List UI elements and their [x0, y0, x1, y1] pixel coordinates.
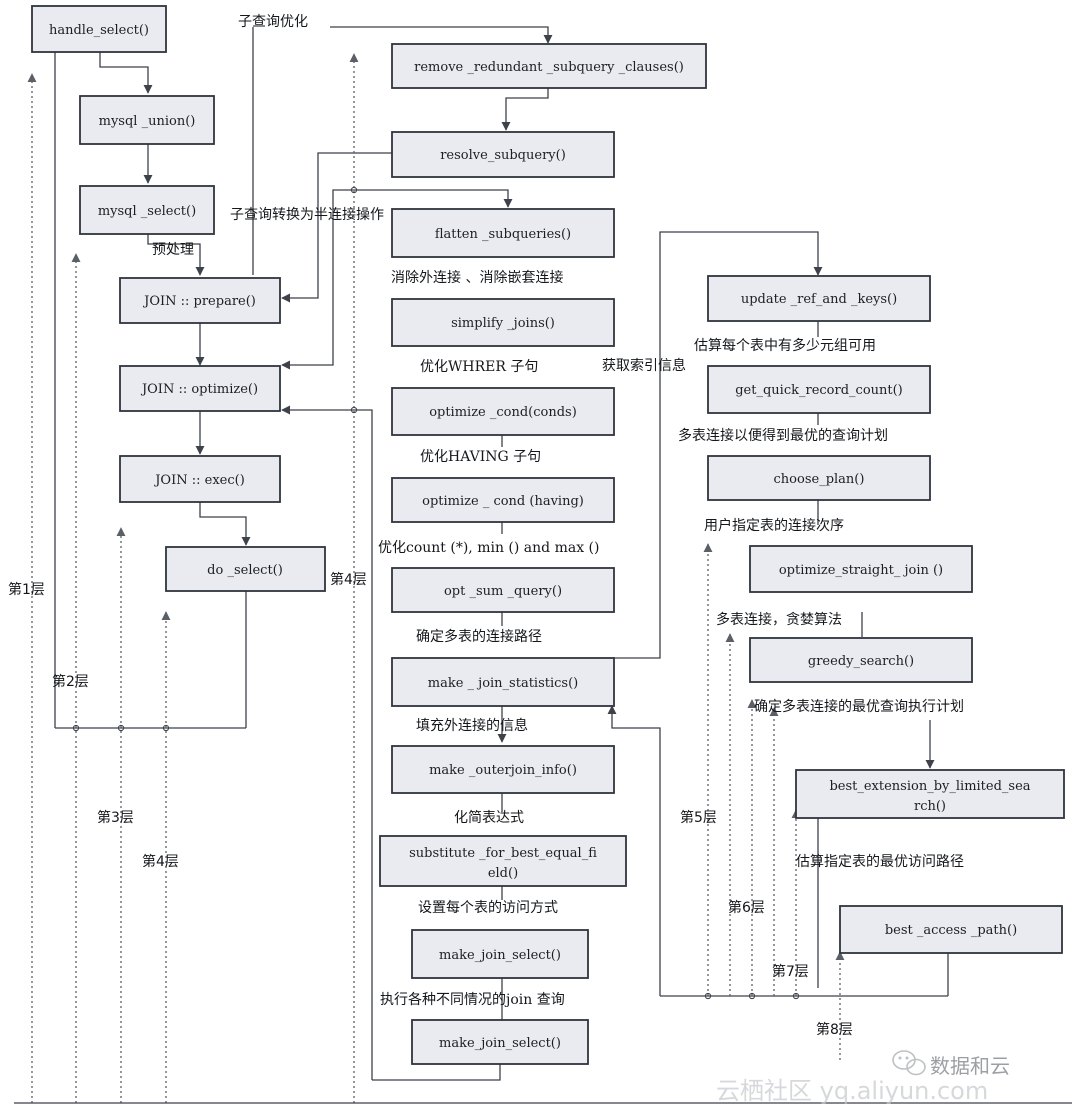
- node-optimize-straight-join: optimize_straight_ join (): [749, 545, 973, 593]
- node-optimize-cond-conds-label: optimize _cond(conds): [429, 405, 577, 420]
- node-best-extension-by-limited-search: best_extension_by_limited_sea rch(): [795, 769, 1065, 819]
- node-make-join-statistics: make _ join_statistics(): [391, 657, 615, 707]
- node-make-join-select-2: make_join_select(): [411, 1019, 589, 1065]
- label-estimate-access-path: 估算指定表的最优访问路径: [796, 854, 964, 870]
- label-simplify-expression: 化简表达式: [454, 809, 524, 826]
- layer-label-1: 第1层: [8, 581, 45, 598]
- label-execute-join: 执行各种不同情况的join 查询: [380, 992, 565, 1008]
- node-do-select-label: do _select(): [207, 563, 283, 578]
- node-substitute-for-best-equal-field: substitute _for_best_equal_fi eld(): [379, 835, 627, 887]
- label-user-join-order: 用户指定表的连接次序: [704, 517, 844, 534]
- layer-label-2: 第2层: [52, 673, 89, 690]
- node-mysql-union: mysql _union(): [79, 95, 215, 145]
- wechat-icon: [892, 1050, 926, 1076]
- node-simplify-joins-label: simplify _joins(): [451, 316, 555, 331]
- node-handle-select: handle_select(): [31, 5, 167, 53]
- watermark: 数据和云 云栖社区 yq.aliyun.com: [716, 1050, 1010, 1105]
- layer-label-7: 第7层: [772, 963, 809, 980]
- label-optimize-where: 优化WHRER 子句: [420, 359, 538, 375]
- label-optimize-count: 优化count (*), min () and max (): [378, 540, 599, 556]
- node-mysql-union-label: mysql _union(): [99, 114, 196, 129]
- label-determine-best-plan: 确定多表连接的最优查询执行计划: [754, 698, 964, 715]
- layer-labels: 第1层 第2层 第3层 第4层 第4层 第5层 第6层 第7层 第8层: [8, 571, 853, 1038]
- node-optimize-cond-having-label: optimize _ cond (having): [422, 494, 584, 509]
- label-eliminate-joins: 消除外连接 、消除嵌套连接: [391, 269, 563, 286]
- node-do-select: do _select(): [165, 546, 326, 592]
- node-flatten-subqueries-label: flatten _subqueries(): [435, 227, 571, 242]
- node-mysql-select: mysql _select(): [79, 185, 215, 235]
- label-best-query-plan: 多表连接以便得到最优的查询计划: [678, 427, 888, 444]
- layer-label-3: 第3层: [97, 809, 134, 826]
- label-optimize-having: 优化HAVING 子句: [420, 449, 541, 465]
- node-substitute-line1: substitute _for_best_equal_fi: [409, 846, 597, 861]
- label-estimate-tuples: 估算每个表中有多少元组可用: [694, 337, 876, 354]
- layer-label-4-left: 第4层: [142, 853, 179, 870]
- node-join-exec-label: JOIN :: exec(): [153, 473, 245, 488]
- node-best-access-path: best _access _path(): [839, 905, 1063, 954]
- node-join-optimize-label: JOIN :: optimize(): [140, 382, 258, 397]
- node-flatten-subqueries: flatten _subqueries(): [391, 208, 615, 258]
- node-best-extension-line2: rch(): [914, 799, 946, 814]
- label-preprocess: 预处理: [152, 242, 194, 258]
- node-mysql-select-label: mysql _select(): [98, 204, 196, 219]
- layer-label-6: 第6层: [728, 899, 765, 916]
- label-determine-join-path: 确定多表的连接路径: [416, 628, 542, 645]
- watermark-brand: 数据和云: [930, 1054, 1010, 1078]
- node-join-prepare-label: JOIN :: prepare(): [142, 294, 256, 309]
- node-opt-sum-query: opt _sum _query(): [391, 567, 615, 613]
- label-fill-outer-join: 填充外连接的信息: [416, 717, 528, 734]
- layer-label-8: 第8层: [816, 1021, 853, 1038]
- label-subquery-to-semijoin: 子查询转换为半连接操作: [230, 206, 384, 223]
- node-make-join-select-2-label: make_join_select(): [439, 1036, 561, 1051]
- node-best-access-path-label: best _access _path(): [885, 923, 1017, 938]
- label-get-index-info: 获取索引信息: [602, 357, 686, 374]
- node-make-join-select-1-label: make_join_select(): [439, 948, 561, 963]
- layer-return-arrows: [14, 53, 1072, 1104]
- node-simplify-joins: simplify _joins(): [391, 298, 615, 347]
- node-join-exec: JOIN :: exec(): [119, 455, 281, 503]
- label-subquery-optimization: 子查询优化: [238, 14, 308, 30]
- node-greedy-search: greedy_search(): [749, 637, 973, 683]
- node-resolve-subquery: resolve_subquery(): [391, 131, 615, 178]
- label-set-access-method: 设置每个表的访问方式: [418, 900, 558, 916]
- node-handle-select-label: handle_select(): [49, 23, 149, 38]
- node-optimize-cond-having: optimize _ cond (having): [391, 477, 615, 523]
- node-resolve-subquery-label: resolve_subquery(): [440, 148, 566, 163]
- flow-edges: [54, 26, 949, 1081]
- node-join-optimize: JOIN :: optimize(): [119, 365, 281, 412]
- node-make-join-statistics-label: make _ join_statistics(): [428, 676, 578, 691]
- node-make-outerjoin-info: make _outerjoin_info(): [391, 745, 615, 794]
- layer-label-5: 第5层: [680, 809, 717, 826]
- node-update-ref-and-keys-label: update _ref_and _keys(): [741, 292, 897, 307]
- node-remove-redundant-label: remove _redundant _subquery _clauses(): [414, 60, 684, 75]
- watermark-site: 云栖社区 yq.aliyun.com: [716, 1077, 988, 1105]
- node-make-outerjoin-info-label: make _outerjoin_info(): [429, 763, 577, 778]
- node-substitute-line2: eld(): [488, 866, 518, 881]
- node-get-quick-record-count-label: get_quick_record_count(): [735, 383, 903, 398]
- node-choose-plan-label: choose_plan(): [774, 472, 865, 487]
- node-opt-sum-query-label: opt _sum _query(): [444, 584, 562, 599]
- label-greedy-algorithm: 多表连接，贪婪算法: [716, 611, 842, 628]
- node-greedy-search-label: greedy_search(): [808, 654, 914, 669]
- layer-label-4-center: 第4层: [330, 571, 367, 588]
- annotations: 子查询优化 子查询转换为半连接操作 预处理 消除外连接 、消除嵌套连接 优化WH…: [152, 14, 964, 1008]
- node-update-ref-and-keys: update _ref_and _keys(): [707, 275, 931, 322]
- node-choose-plan: choose_plan(): [707, 455, 931, 501]
- node-optimize-straight-join-label: optimize_straight_ join (): [779, 563, 943, 578]
- node-best-extension-line1: best_extension_by_limited_sea: [829, 779, 1030, 794]
- node-optimize-cond-conds: optimize _cond(conds): [391, 387, 615, 436]
- node-get-quick-record-count: get_quick_record_count(): [707, 365, 931, 414]
- node-remove-redundant: remove _redundant _subquery _clauses(): [391, 43, 707, 89]
- node-join-prepare: JOIN :: prepare(): [119, 277, 281, 324]
- node-make-join-select-1: make_join_select(): [411, 929, 589, 979]
